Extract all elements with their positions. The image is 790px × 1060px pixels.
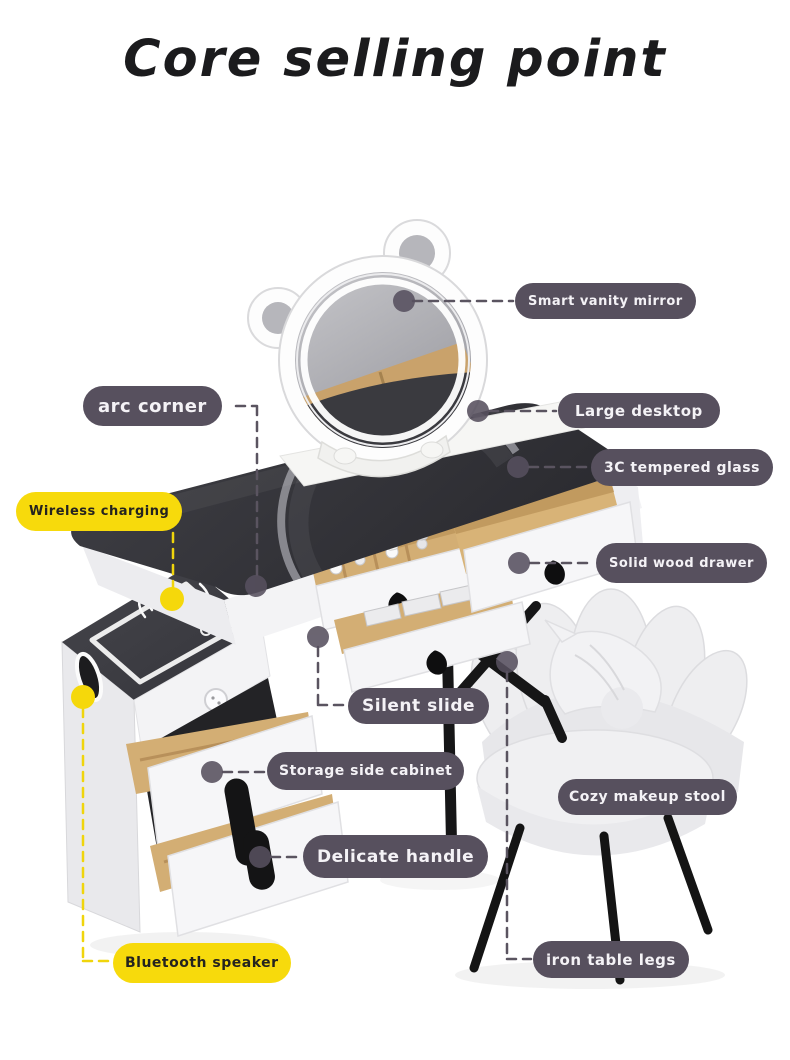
callout-iron-table-legs: iron table legs [533, 941, 689, 978]
callout-dot [393, 290, 415, 312]
callout-tempered-glass: 3C tempered glass [591, 449, 773, 486]
callout-silent-slide: Silent slide [348, 688, 490, 724]
callout-arc-corner: arc corner [83, 386, 222, 426]
callout-dots [71, 290, 530, 868]
callout-dot [467, 400, 489, 422]
mirror-led-ring [300, 277, 466, 443]
desk-left-underside [82, 545, 236, 645]
page-title: Core selling point [123, 30, 667, 89]
mirror-stand [317, 434, 451, 478]
callout-delicate-handle: Delicate handle [303, 835, 489, 878]
callout-smart-vanity-mirror: Smart vanity mirror [515, 283, 696, 319]
mirror-foot [333, 447, 357, 465]
cabinet-side-face [61, 640, 141, 933]
speaker-port [74, 651, 104, 703]
callout-bluetooth-speaker: Bluetooth speaker [113, 943, 291, 983]
callout-dot [249, 846, 271, 868]
callout-dot [160, 587, 184, 611]
callout-large-desktop: Large desktop [558, 393, 720, 428]
callout-dot [201, 761, 223, 783]
mirror-desk-reflection [295, 372, 471, 448]
callout-dot [71, 685, 95, 709]
callout-dot [496, 651, 518, 673]
storage-drawer [334, 576, 531, 693]
solid-wood-drawer [452, 478, 639, 613]
callout-cozy-makeup-stool: Cozy makeup stool [558, 779, 737, 815]
cabinet-front-band [133, 626, 271, 753]
vanity-desk [71, 219, 644, 693]
callout-dot [245, 575, 267, 597]
mirror-foot [420, 441, 444, 459]
callout-leaders [81, 299, 596, 963]
callout-dot [507, 456, 529, 478]
stool-seat-skirt [477, 784, 713, 856]
callout-storage-side-cabinet: Storage side cabinet [267, 752, 465, 790]
callout-wireless-charging: Wireless charging [16, 492, 183, 531]
callout-solid-wood-drawer: Solid wood drawer [596, 543, 767, 583]
vanity-mirror [247, 219, 488, 478]
stool-pillow [544, 619, 662, 729]
callout-dot [508, 552, 530, 574]
callout-dot [307, 626, 329, 648]
